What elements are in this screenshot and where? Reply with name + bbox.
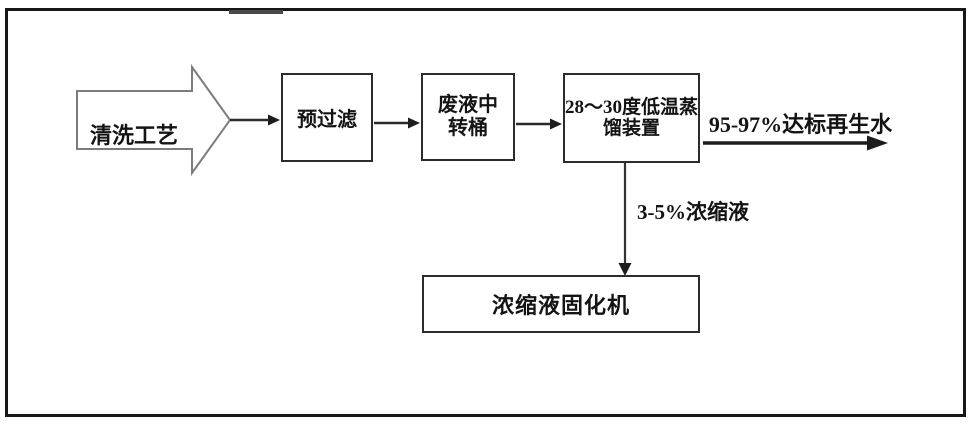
arrowhead-transfer-to-distiller	[550, 118, 562, 130]
process-box-low-temp-distiller-label: 28～30度低温蒸 馏装置	[565, 97, 699, 139]
outer-border	[5, 8, 966, 417]
process-box-concentrate-solidifier: 浓缩液固化机	[422, 275, 700, 333]
big-arrow-shape	[76, 63, 232, 177]
concentrate-flow-label: 3-5%浓缩液	[637, 200, 749, 224]
regenerated-water-flow-label: 95-97%达标再生水	[708, 112, 893, 137]
process-box-prefilter: 预过滤	[281, 73, 373, 162]
process-box-low-temp-distiller: 28～30度低温蒸 馏装置	[563, 73, 700, 163]
arrowhead-source-to-prefilter	[268, 114, 280, 126]
process-box-waste-transfer-barrel: 废液中 转桶	[421, 73, 515, 161]
process-box-prefilter-label: 预过滤	[297, 109, 357, 131]
arrowhead-distiller-to-solidifier	[618, 263, 632, 276]
scan-artifact-mark	[229, 10, 283, 14]
process-box-waste-transfer-barrel-label: 废液中 转桶	[438, 94, 498, 139]
source-arrow-label: 清洗工艺	[89, 123, 178, 148]
process-box-concentrate-solidifier-label: 浓缩液固化机	[491, 293, 630, 318]
arrowhead-prefilter-to-transfer	[408, 117, 420, 129]
arrowhead-regenerated-water	[867, 135, 888, 151]
